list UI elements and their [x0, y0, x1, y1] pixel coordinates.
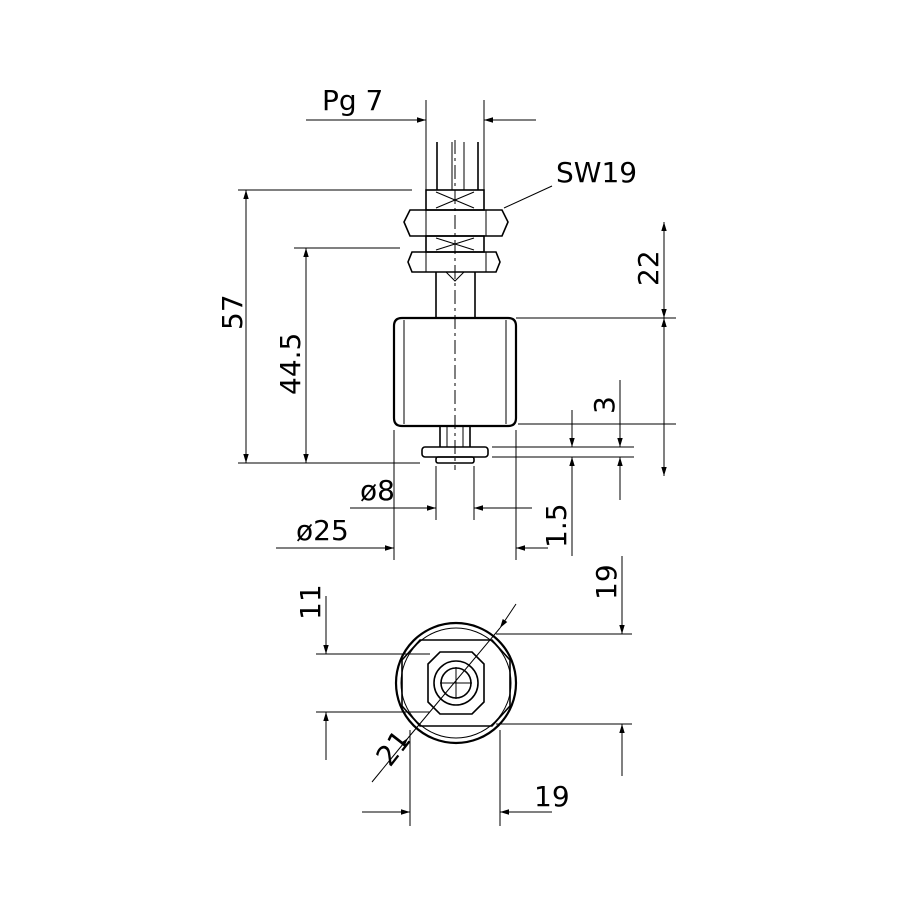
bottom-height-label: 11: [294, 584, 327, 620]
float-diameter-label: ø25: [296, 514, 349, 547]
lower-nut: [407, 251, 501, 282]
wrench-size-label: SW19: [556, 156, 637, 189]
thread-label: Pg 7: [322, 84, 383, 117]
hex-nut-sw19: [403, 209, 509, 237]
stem: [435, 272, 476, 318]
extension-lines: [238, 100, 676, 560]
bottom-extension-lines: [316, 633, 632, 826]
side-view: Pg 7 SW19 57 44.5 22 3 1.5 ø8 ø25: [216, 84, 676, 560]
cable-wires: [436, 142, 479, 190]
stem-height-label: 22: [632, 250, 665, 286]
bore-outer: [433, 660, 479, 706]
bottom-dimension-lines: [323, 556, 625, 815]
height-to-nut-label: 44.5: [274, 333, 307, 395]
float-outline-circle: [394, 621, 518, 745]
inner-hex-nut: [427, 651, 485, 715]
overall-height-label: 57: [216, 294, 249, 330]
dimension-lines: [243, 117, 667, 556]
bottom-width-label: 19: [534, 780, 570, 813]
float-offset-label: 3: [588, 396, 621, 414]
lower-stem: [439, 426, 471, 447]
stem-diameter-label: ø8: [360, 474, 395, 507]
bottom-right-height-label: 19: [590, 564, 623, 600]
collar-thickness-label: 1.5: [540, 503, 573, 548]
float-inner-circle: [400, 627, 512, 739]
hex-outline: [401, 639, 511, 727]
float-body: [392, 316, 518, 428]
bottom-view: 11 19 19 21: [294, 556, 632, 826]
